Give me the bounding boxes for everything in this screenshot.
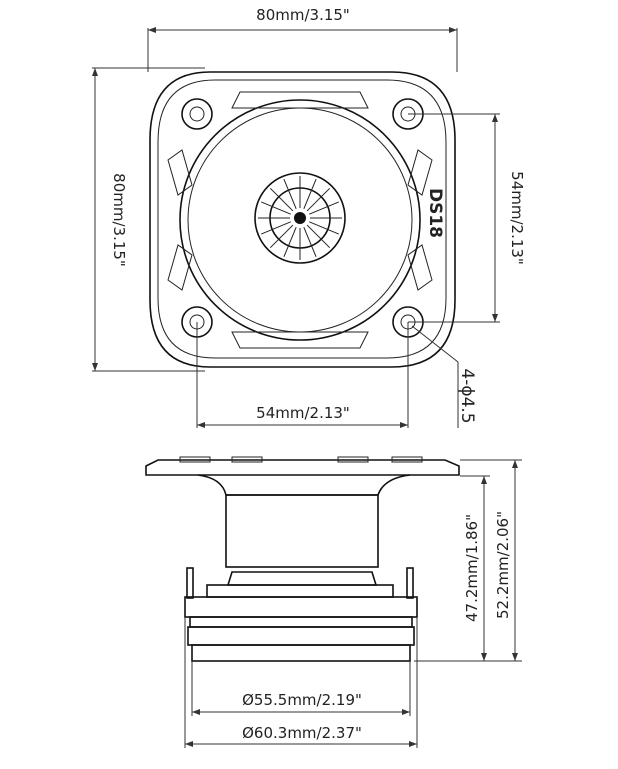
hole-top-left [181,98,213,130]
driver-body [184,596,418,618]
hole-top-left-inner [189,106,205,122]
plug-fin [269,187,294,212]
dim-height-body [460,475,490,661]
plug-fin [283,179,297,209]
hole-spacing-vertical-label: 54mm/2.13" [508,171,526,265]
dim-height-left [92,67,205,372]
plug-fin [269,224,294,249]
phase-plug [254,172,346,264]
rib-right-2 [407,244,433,291]
side-flange [145,459,460,476]
magnet-mid [187,626,415,646]
side-view: 52.2mm/2.06" 47.2mm/1.86" Ø55.5mm/2.19" … [145,456,522,748]
dim-width-top [147,27,458,72]
rib-right [407,149,433,196]
plug-fin [309,221,339,235]
hole-spacing-horizontal-label: 54mm/2.13" [256,404,350,422]
plug-fin [261,221,291,235]
terminal-left [186,567,194,599]
flange-rib-2 [231,456,263,463]
width-label: 80mm/3.15" [256,6,350,24]
driver-plate [206,584,394,598]
magnet-top [189,616,413,628]
plug-fin [303,227,317,257]
height-total-label: 52.2mm/2.06" [494,511,512,619]
dim-hole-vertical [408,113,500,323]
holes-callout [411,325,459,428]
plug-fin [309,201,339,215]
horn-neck [197,474,411,496]
flange-rib-1 [179,456,211,463]
flange-rib-3 [337,456,369,463]
rib-bottom [231,331,369,349]
driver-top [226,571,378,586]
terminal-right [406,567,414,599]
diameter-inner-label: Ø55.5mm/2.19" [242,691,362,709]
rib-left-2 [167,244,193,291]
dim-diameter-inner [191,661,411,716]
neck-body [225,494,379,568]
diameter-outer-label: Ø60.3mm/2.37" [242,724,362,742]
plug-fin [303,179,317,209]
plug-fin [306,224,331,249]
height-body-label: 47.2mm/1.86" [463,514,481,622]
dim-hole-horizontal [196,322,409,428]
diaphragm-ring [179,99,421,341]
plug-fin [283,227,297,257]
top-view: DS18 80mm/3.15" 80mm/3.15" 54mm/2.1 [92,6,526,428]
plug-fin [261,201,291,215]
height-label: 80mm/3.15" [110,173,128,267]
flange-inner-outline [157,79,447,359]
rib-top [231,91,369,109]
brand-logo: DS18 [425,188,445,238]
plug-fin [306,187,331,212]
rib-left [167,149,193,196]
dim-height-total [414,459,522,662]
holes-label: 4-ϕ4.5 [457,368,477,423]
dim-diameter-outer [184,617,418,748]
flange-outline [149,71,456,368]
magnet-bottom [191,644,411,662]
flange-rib-4 [391,456,423,463]
